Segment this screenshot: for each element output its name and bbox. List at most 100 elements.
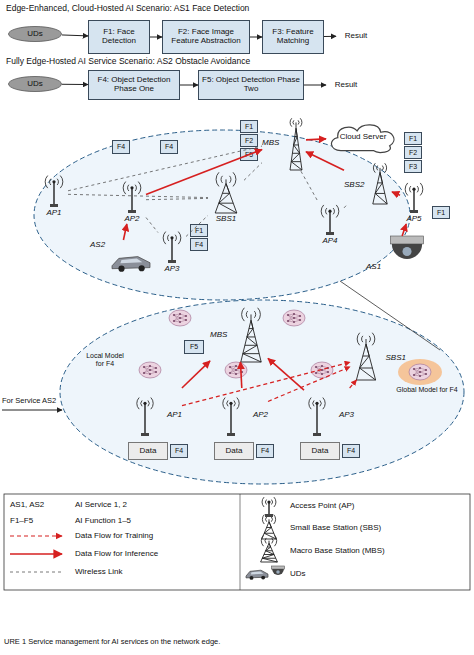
antenna-head xyxy=(267,500,270,503)
signal-arc xyxy=(168,235,169,241)
station-node: AP5 xyxy=(400,178,428,224)
function-box: F1 xyxy=(404,132,422,145)
function-box: F5 xyxy=(184,340,204,354)
node-text: F5 xyxy=(189,343,199,351)
signal-arc xyxy=(274,535,276,546)
annotation-label: For Service AS2 xyxy=(2,397,92,406)
station-node: MBS xyxy=(262,112,306,170)
ellipse-outline xyxy=(9,77,62,92)
signal-arc xyxy=(261,535,263,546)
neural-model-icon xyxy=(169,310,191,326)
antenna-pole xyxy=(53,182,54,205)
signal-arc xyxy=(272,538,273,543)
signal-arc xyxy=(372,333,375,346)
function-box: F1: Face Detection xyxy=(88,20,150,54)
legend-text: UDs xyxy=(290,569,306,579)
station-label: AP1 xyxy=(167,410,182,420)
legend-text: Wireless Link xyxy=(75,567,123,577)
car-wheel xyxy=(261,576,265,580)
node-text: F4 xyxy=(194,241,204,249)
node-text: F4 xyxy=(116,143,126,151)
station-label: AP3 xyxy=(158,264,186,274)
signal-arc xyxy=(45,176,48,189)
signal-arc xyxy=(151,398,153,410)
antenna-pole xyxy=(268,502,269,515)
antenna-base xyxy=(168,260,176,263)
data-flow-arrow xyxy=(240,362,241,388)
antenna-base xyxy=(265,514,273,517)
station-label: SBS2 xyxy=(344,180,364,190)
legend-text: Macro Base Station (MBS) xyxy=(290,546,385,556)
node-text: F2: Face Image Feature Abstraction xyxy=(163,28,249,46)
node-text: Data xyxy=(225,447,244,456)
signal-arc xyxy=(234,400,235,406)
antenna-pole xyxy=(329,211,330,233)
node-text: Data xyxy=(311,447,330,456)
annotation-label: Fully Edge-Hosted AI Service Scenario: A… xyxy=(6,57,446,67)
antenna-base xyxy=(326,232,334,235)
signal-arc xyxy=(385,163,387,172)
station-label: AP2 xyxy=(118,214,146,224)
signal-arc xyxy=(175,235,176,241)
signal-arc xyxy=(271,500,272,505)
flow-arrow xyxy=(62,34,88,36)
coverage-area xyxy=(60,300,464,484)
lattice-tower xyxy=(262,519,276,539)
annotation-label: AI Service 1, 2 xyxy=(75,500,235,509)
function-box: F4 xyxy=(112,140,130,154)
function-box: F4: Object Detection Phase One xyxy=(88,70,180,100)
signal-arc xyxy=(362,336,363,342)
signal-arc xyxy=(246,311,247,318)
signal-arc xyxy=(223,398,225,410)
antenna-head xyxy=(328,210,331,213)
antenna-head xyxy=(52,180,55,183)
neural-model-icon xyxy=(409,364,431,380)
antenna-head xyxy=(412,188,415,191)
lattice-tower xyxy=(215,179,237,213)
car-window xyxy=(251,571,264,574)
data-flow-arrow xyxy=(182,361,210,388)
annotation-label: Edge-Enhanced, Cloud-Hosted AI Scenario:… xyxy=(6,4,446,14)
flow-arrow xyxy=(62,84,88,85)
node-text: F1 xyxy=(244,123,254,131)
node-text: F4 xyxy=(346,447,356,455)
node-text: Result xyxy=(334,81,359,90)
lattice-tower xyxy=(241,314,261,362)
node-text: F4 xyxy=(174,447,184,455)
signal-arc xyxy=(60,176,63,189)
function-box: F3: Feature Matching xyxy=(262,20,324,54)
camera-lens xyxy=(276,570,280,574)
function-box: F1 xyxy=(432,206,450,219)
antenna-pole xyxy=(131,188,132,211)
node-text: UDs xyxy=(26,80,44,89)
antenna-base xyxy=(313,433,321,436)
signal-arc xyxy=(237,398,239,410)
wireless-link xyxy=(186,215,208,236)
signal-arc xyxy=(50,179,51,185)
function-box: F4 xyxy=(342,444,360,458)
lattice-tower xyxy=(290,122,302,170)
station-label: MBS xyxy=(262,138,279,148)
node-text: Result xyxy=(344,32,369,41)
data-flow-arrow xyxy=(392,192,400,195)
function-box: F4 xyxy=(256,444,274,458)
lattice-tower xyxy=(373,168,387,204)
ellipse-outline xyxy=(9,27,62,42)
flow-arrow xyxy=(150,37,162,38)
station-node: AP2 xyxy=(218,388,268,436)
legend-frame xyxy=(4,494,470,590)
camera-mount xyxy=(272,566,285,569)
signal-arc xyxy=(309,398,311,410)
function-box: F3 xyxy=(404,160,422,173)
car-wheel xyxy=(139,265,145,271)
station-node: SBS2 xyxy=(344,160,392,204)
legend-sample-line xyxy=(10,572,62,573)
data-flow-arrow xyxy=(350,380,357,388)
signal-arc xyxy=(274,497,276,507)
node-text: F1 xyxy=(436,209,446,217)
result-node: Result xyxy=(326,77,366,93)
station-label: AS1 xyxy=(366,262,381,272)
function-box: F5: Object Detection Phase Two xyxy=(198,70,304,100)
signal-arc xyxy=(265,517,267,522)
function-box: F2: Face Image Feature Abstraction xyxy=(162,20,250,54)
